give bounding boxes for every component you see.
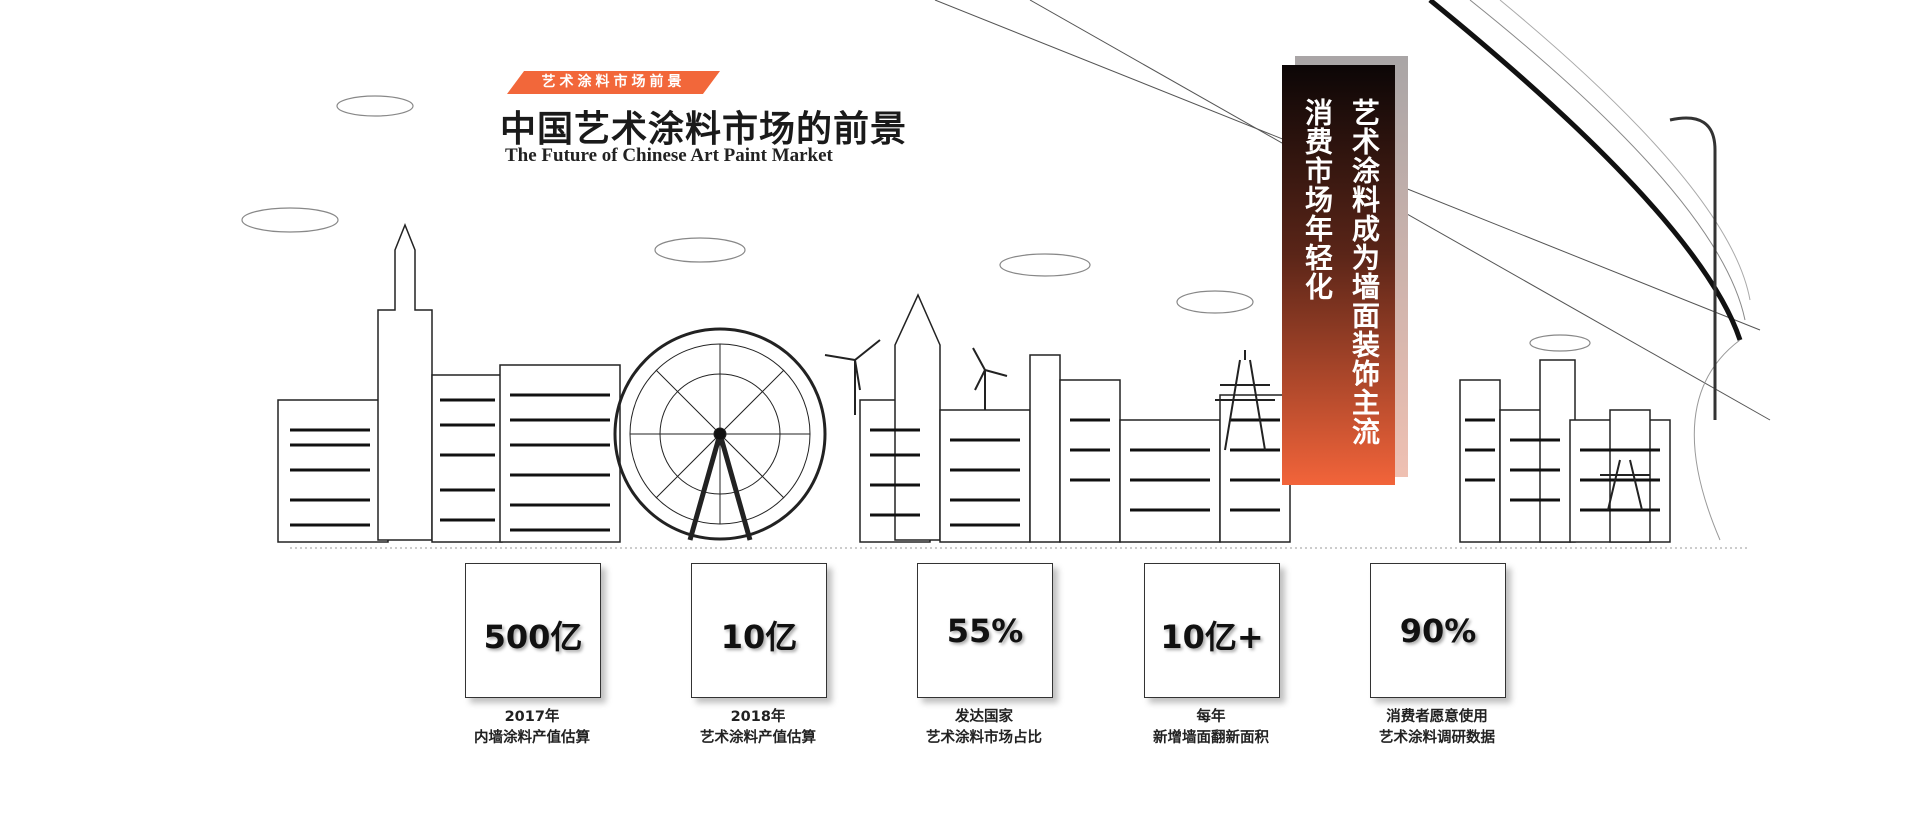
stat-value: 10亿+ bbox=[1160, 618, 1264, 656]
caption-line: 艺术涂料产值估算 bbox=[700, 730, 816, 746]
caption-line: 2018年 bbox=[730, 709, 786, 725]
caption-line: 艺术涂料调研数据 bbox=[1379, 730, 1495, 746]
stat-caption: 每年新增墙面翻新面积 bbox=[1111, 707, 1311, 749]
stat-caption: 2018年艺术涂料产值估算 bbox=[658, 707, 858, 749]
tag-background bbox=[507, 71, 720, 94]
stat-caption: 2017年内墙涂料产值估算 bbox=[432, 707, 632, 749]
clouds bbox=[241, 95, 1591, 352]
stat-card: 90% bbox=[1370, 563, 1506, 698]
stat-card: 500亿 bbox=[465, 563, 601, 698]
banner-line-1: 艺术涂料成为墙面装饰主流 bbox=[1348, 98, 1381, 446]
vertical-banner bbox=[1282, 65, 1395, 485]
wind-turbines bbox=[824, 339, 1008, 415]
stat-value: 500亿 bbox=[483, 618, 583, 656]
stat-value: 90% bbox=[1399, 612, 1477, 650]
page-subtitle: The Future of Chinese Art Paint Market bbox=[505, 145, 833, 166]
stat-caption: 发达国家艺术涂料市场占比 bbox=[884, 707, 1084, 749]
caption-line: 艺术涂料市场占比 bbox=[926, 730, 1042, 746]
caption-line: 内墙涂料产值估算 bbox=[474, 730, 590, 746]
section-tag: 艺术涂料市场前景 bbox=[507, 71, 720, 94]
page-title: 中国艺术涂料市场的前景 bbox=[500, 109, 908, 150]
stat-card: 10亿+ bbox=[1144, 563, 1280, 698]
power-towers bbox=[1215, 350, 1650, 511]
stat-value: 55% bbox=[946, 612, 1024, 650]
stat-value: 10亿 bbox=[720, 618, 798, 656]
caption-line: 消费者愿意使用 bbox=[1386, 709, 1488, 725]
stat-card: 10亿 bbox=[691, 563, 827, 698]
building-windows bbox=[290, 393, 1660, 532]
stat-caption: 消费者愿意使用艺术涂料调研数据 bbox=[1337, 707, 1537, 749]
buildings bbox=[277, 222, 1671, 543]
caption-line: 2017年 bbox=[504, 709, 560, 725]
caption-line: 新增墙面翻新面积 bbox=[1153, 730, 1269, 746]
banner-line-2: 消费市场年轻化 bbox=[1301, 98, 1334, 301]
tag-label: 艺术涂料市场前景 bbox=[541, 74, 686, 90]
stat-card: 55% bbox=[917, 563, 1053, 698]
caption-line: 每年 bbox=[1196, 709, 1226, 725]
ferris-wheel bbox=[613, 327, 827, 541]
caption-line: 发达国家 bbox=[955, 709, 1013, 725]
